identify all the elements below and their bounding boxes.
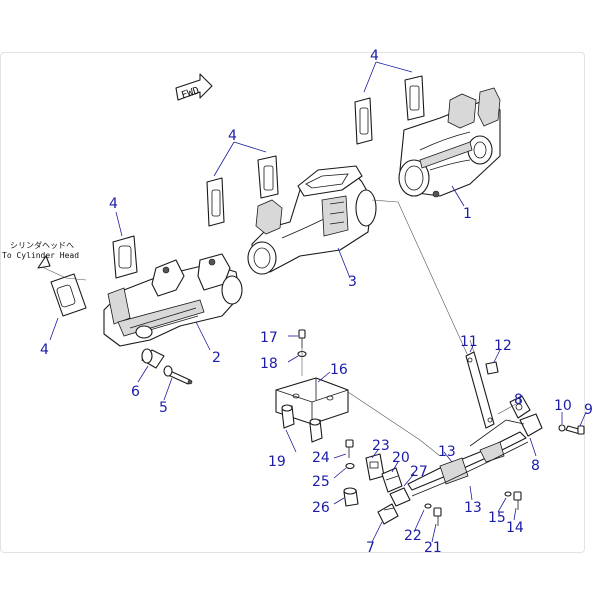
bolt-part-24: [345, 439, 354, 458]
callout-6: 6: [131, 384, 140, 400]
exhaust-manifold-front: [398, 87, 501, 198]
gasket-middle-pair: [206, 155, 279, 227]
callout-19: 19: [268, 454, 286, 470]
stay-part-11: [465, 351, 495, 429]
bracket-part-16: [275, 377, 349, 425]
bolt-part-17: [298, 329, 306, 348]
gasket-left-lower: [50, 273, 87, 317]
bolt-part-9: [565, 425, 585, 435]
callout-5: 5: [159, 400, 168, 416]
callout-20: 20: [392, 450, 410, 466]
bracket-part-23: [365, 453, 385, 481]
callout-25: 25: [312, 474, 330, 490]
callout-1: 1: [463, 206, 472, 222]
washer-part-10: [558, 424, 566, 432]
callout-21: 21: [424, 540, 442, 556]
spacer-part-19: [281, 404, 323, 443]
bolt-part-12: [485, 361, 499, 375]
spacer-part-26: [343, 487, 359, 507]
spacer-part-6: [141, 348, 165, 369]
clamp-line-assembly-13: [407, 419, 529, 497]
bolt-part-5: [163, 365, 193, 385]
callout-14: 14: [506, 520, 524, 536]
callout-15: 15: [488, 510, 506, 526]
callout-4-left-lower: 4: [40, 342, 49, 358]
callout-26: 26: [312, 500, 330, 516]
callout-4-top: 4: [370, 48, 379, 64]
callout-27: 27: [410, 464, 428, 480]
assembly-guide-lines: [39, 199, 517, 457]
callout-4-middle: 4: [228, 128, 237, 144]
callout-leaders: [49, 61, 587, 543]
callout-8-upper: 8: [514, 392, 523, 408]
gasket-top-right-pair: [354, 75, 425, 145]
callout-17: 17: [260, 330, 278, 346]
to-cylinder-head-arrow: [37, 255, 51, 269]
bolt-part-14: [513, 491, 522, 510]
exhaust-manifold-center: [247, 165, 377, 275]
callout-2: 2: [212, 350, 221, 366]
callout-4-left-upper: 4: [109, 196, 118, 212]
washer-part-25: [345, 462, 355, 470]
callout-16: 16: [330, 362, 348, 378]
callout-8-lower: 8: [531, 458, 540, 474]
callout-7: 7: [366, 540, 375, 556]
callout-13-upper: 13: [438, 444, 456, 460]
callout-11: 11: [460, 334, 478, 350]
bolt-part-21: [433, 507, 442, 526]
clamp-part-8: [509, 395, 543, 437]
bracket-part-20: [381, 467, 403, 493]
callout-numbers: 4 4 4 4 1 2 3 6 5 17 18 16 19 11 12 8 8 …: [40, 48, 593, 556]
washer-part-22: [424, 503, 432, 509]
exhaust-manifold-rear: [103, 253, 243, 347]
note-line-english: To Cylinder Head: [2, 251, 79, 260]
washer-part-15: [504, 491, 512, 497]
callout-18: 18: [260, 356, 278, 372]
callout-3: 3: [348, 274, 357, 290]
callout-24: 24: [312, 450, 330, 466]
fwd-label: FWD: [180, 85, 201, 101]
callout-10: 10: [554, 398, 572, 414]
callout-23: 23: [372, 438, 390, 454]
gasket-left-upper: [112, 235, 138, 279]
note-line-japanese: シリンダヘッドへ: [10, 240, 74, 250]
callout-9: 9: [584, 402, 593, 418]
callout-12: 12: [494, 338, 512, 354]
fwd-direction-arrow: FWD: [175, 73, 213, 101]
callout-13-lower: 13: [464, 500, 482, 516]
clamp-part-7: [377, 487, 411, 525]
callout-22: 22: [404, 528, 422, 544]
